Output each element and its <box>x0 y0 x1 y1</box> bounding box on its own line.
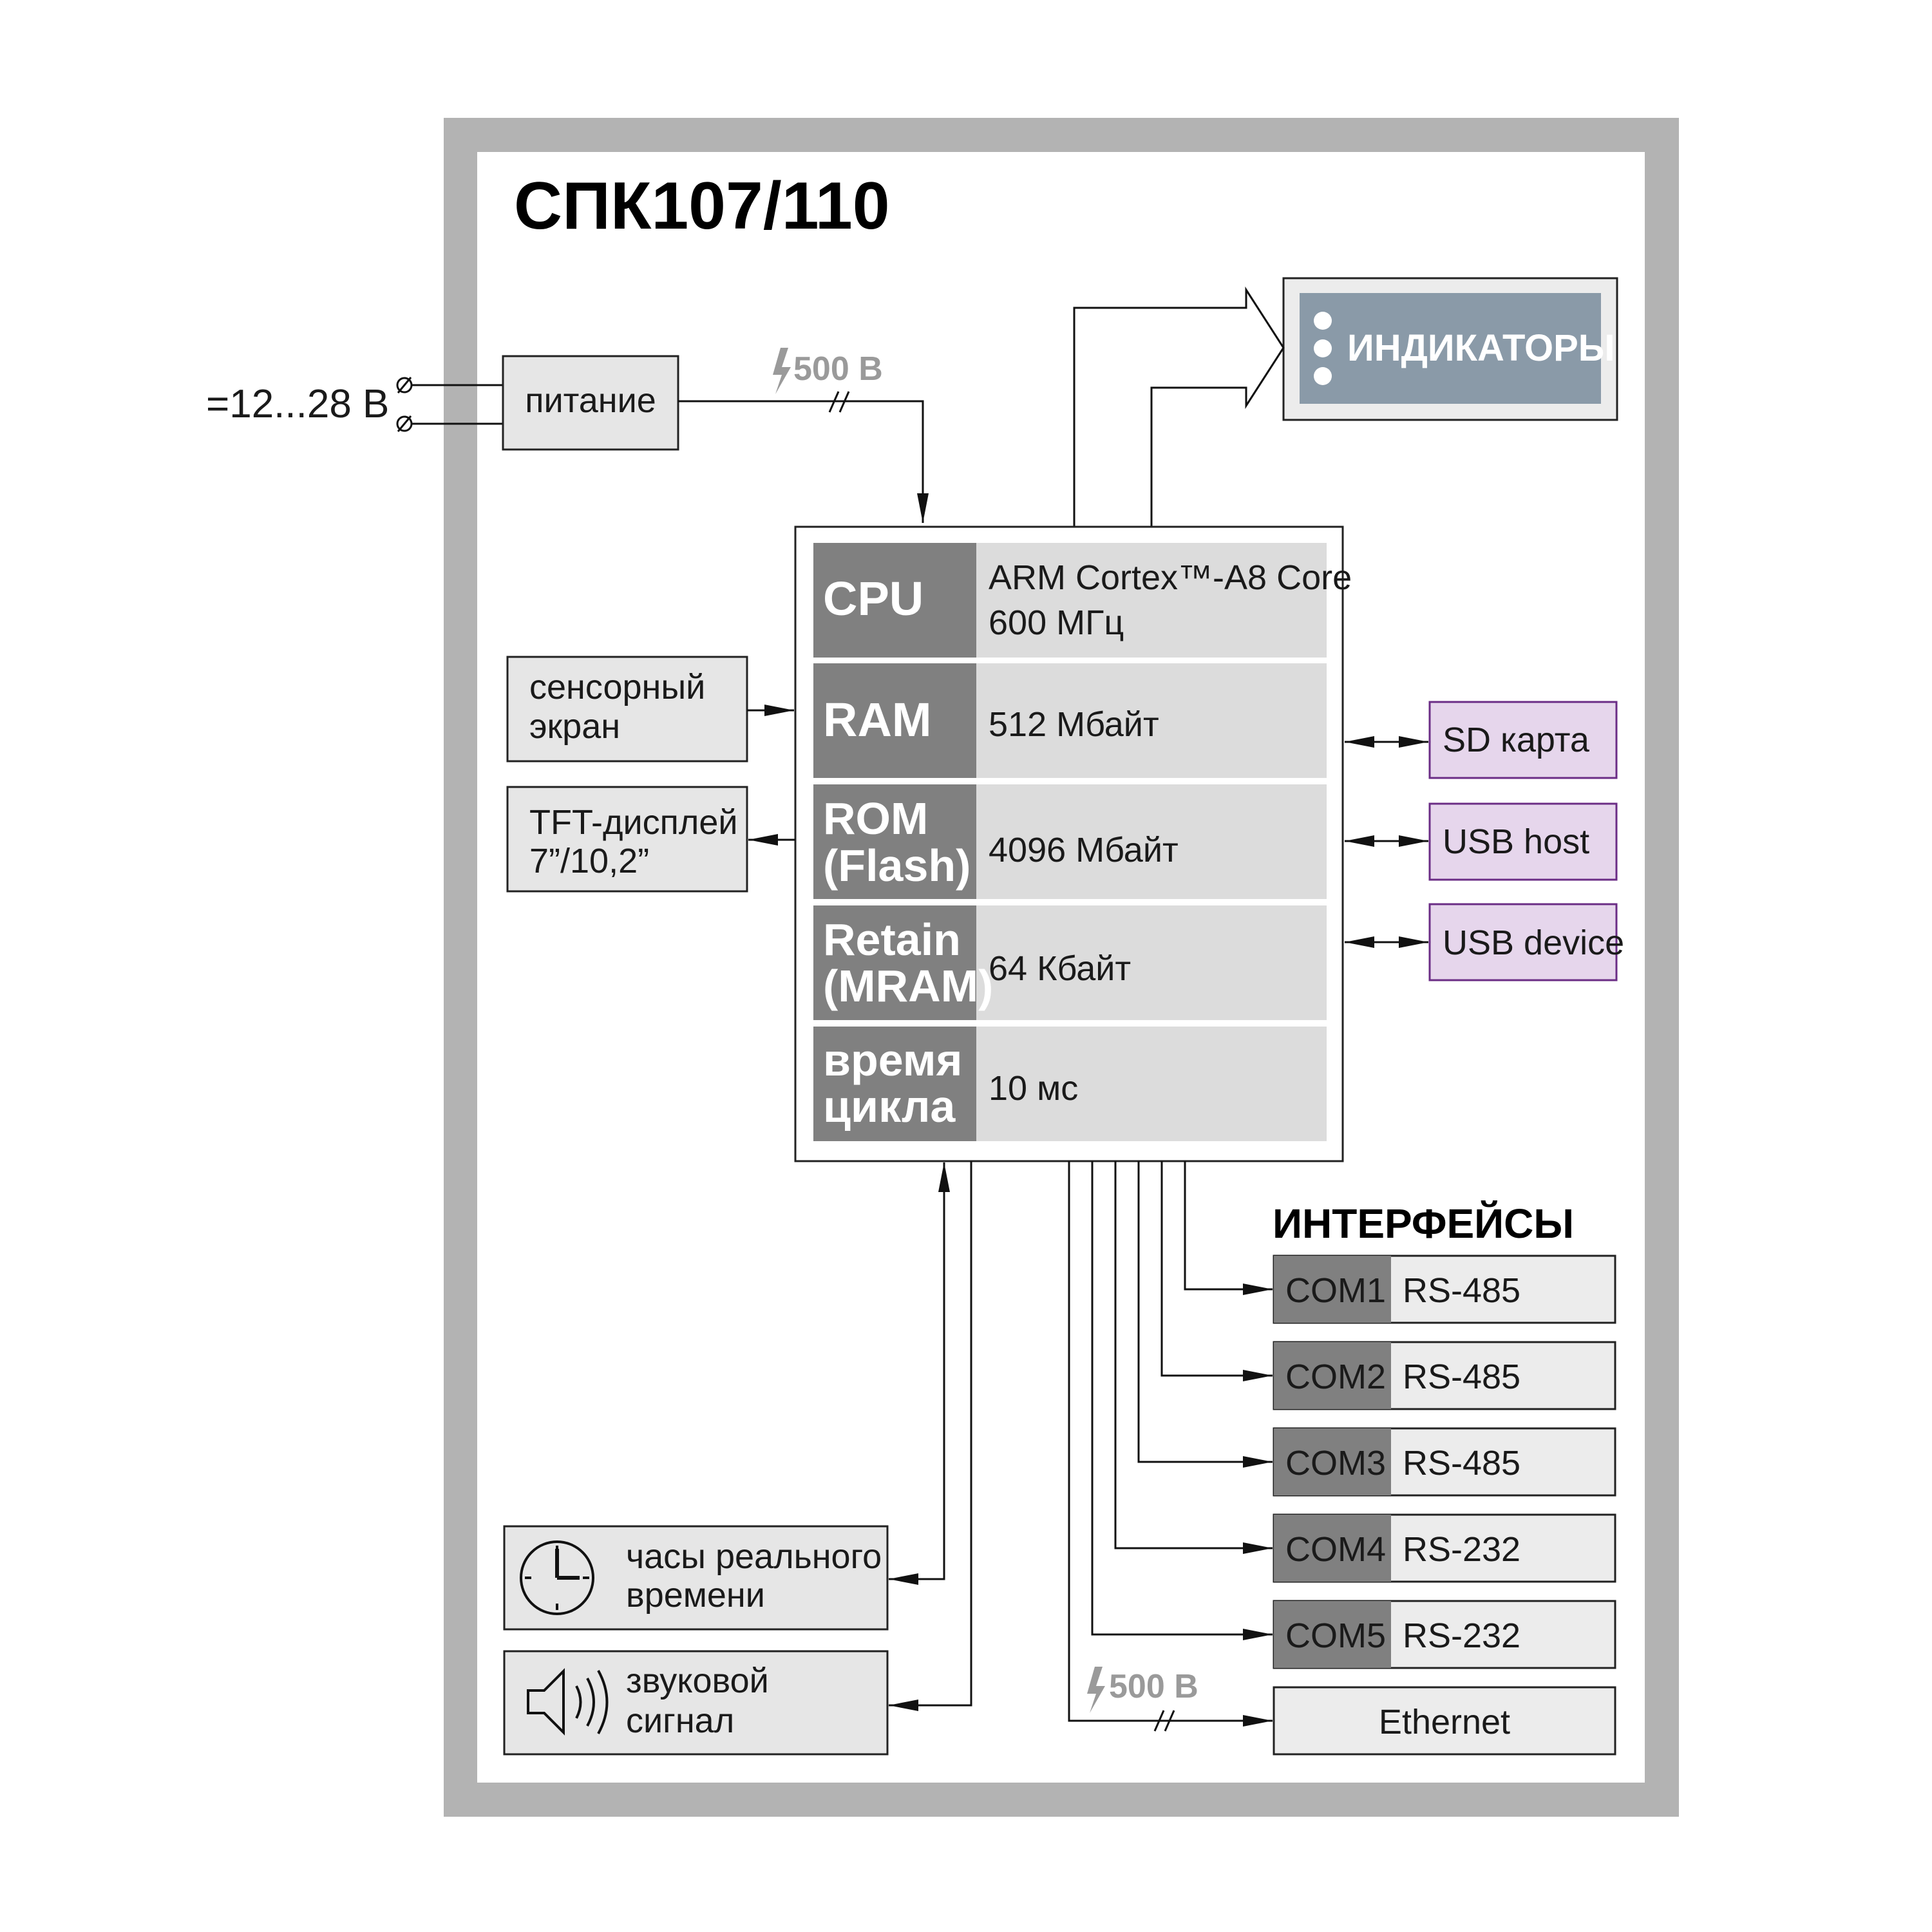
core-value-ram: 512 Мбайт <box>989 705 1159 744</box>
led-dot-icon <box>1314 312 1332 385</box>
lightning-icon <box>1087 1667 1105 1713</box>
speaker-icon <box>527 1668 609 1736</box>
com1-port: COM1 <box>1285 1271 1386 1310</box>
com2-standard: RS-485 <box>1403 1358 1520 1396</box>
tft-display-label-2: 7”/10,2” <box>529 842 649 880</box>
core-label-cycle-2: цикла <box>823 1081 956 1132</box>
core-value-cycle: 10 мс <box>989 1069 1078 1108</box>
core-value-cpu-1: ARM Cortex™-A8 Core <box>989 558 1352 597</box>
interface-com4: COM4 RS-232 <box>1273 1513 1616 1583</box>
sound-label-2: сигнал <box>626 1701 734 1740</box>
touch-screen-block <box>506 656 748 762</box>
core-value-cpu-2: 600 МГц <box>989 603 1124 642</box>
device-title: СПК107/110 <box>514 169 890 243</box>
touch-screen-label-1: сенсорный <box>529 668 705 706</box>
interface-com3: COM3 RS-485 <box>1273 1427 1616 1497</box>
power-line <box>678 400 929 523</box>
usb-host-label: USB host <box>1443 822 1589 861</box>
com1-standard: RS-485 <box>1403 1271 1520 1310</box>
usb-host-block <box>1428 802 1618 881</box>
sd-card-label: SD карта <box>1443 721 1590 759</box>
com5-port: COM5 <box>1285 1616 1386 1655</box>
com4-standard: RS-232 <box>1403 1530 1520 1569</box>
com3-standard: RS-485 <box>1403 1444 1520 1482</box>
core-row-rom: ROM (Flash) 4096 Мбайт <box>813 784 1327 899</box>
isolation-break-mark <box>828 391 850 413</box>
core-label-cpu: CPU <box>823 572 923 625</box>
com5-standard: RS-232 <box>1403 1616 1520 1655</box>
rtc-label-2: времени <box>626 1576 765 1615</box>
sound-line <box>889 1161 972 1711</box>
indicators-label: ИНДИКАТОРЫ <box>1347 327 1615 369</box>
rtc-label-1: часы реального <box>626 1537 882 1576</box>
core-row-cpu: CPU ARM Cortex™-A8 Core 600 МГц <box>813 543 1352 658</box>
interface-com5: COM5 RS-232 <box>1273 1600 1616 1669</box>
interface-bus <box>1068 1161 1273 1727</box>
interface-ethernet: Ethernet <box>1273 1686 1616 1756</box>
power-supply-block <box>502 355 679 451</box>
sound-block <box>503 1650 889 1756</box>
interface-com2: COM2 RS-485 <box>1273 1341 1616 1410</box>
indicators-panel <box>1300 293 1601 404</box>
core-row-cycle: время цикла 10 мс <box>813 1027 1327 1141</box>
power-terminal-icon <box>396 377 413 432</box>
core-label-retain-1: Retain <box>823 914 961 965</box>
sound-label-1: звуковой <box>626 1662 769 1700</box>
core-label-ram: RAM <box>823 693 932 746</box>
core-label-rom-1: ROM <box>823 793 928 844</box>
ethernet-isolation-label: 500 В <box>1109 1668 1198 1705</box>
core-value-rom: 4096 Мбайт <box>989 831 1179 869</box>
usb-device-block <box>1428 903 1618 981</box>
com3-port: COM3 <box>1285 1444 1386 1482</box>
core-value-retain: 64 Кбайт <box>989 949 1131 988</box>
clock-icon <box>520 1540 594 1615</box>
com2-port: COM2 <box>1285 1358 1386 1396</box>
interfaces-heading: ИНТЕРФЕЙСЫ <box>1273 1200 1574 1247</box>
usb-device-label: USB device <box>1443 923 1624 962</box>
touch-screen-label-2: экран <box>529 707 620 746</box>
rtc-line <box>889 1162 950 1585</box>
com4-port: COM4 <box>1285 1530 1386 1569</box>
tft-display-block <box>506 786 748 893</box>
core-label-rom-2: (Flash) <box>823 840 971 891</box>
tft-display-label-1: TFT-дисплей <box>529 803 738 842</box>
core-label-retain-2: (MRAM) <box>823 961 993 1011</box>
ethernet-isolation-mark <box>1153 1710 1175 1732</box>
sd-card-block <box>1428 701 1618 779</box>
input-voltage: =12...28 В <box>206 382 389 426</box>
power-isolation-label: 500 В <box>793 350 883 388</box>
lightning-icon <box>773 348 791 394</box>
ethernet-label: Ethernet <box>1379 1703 1510 1741</box>
power-supply-label: питание <box>525 381 656 420</box>
core-row-retain: Retain (MRAM) 64 Кбайт <box>813 905 1327 1020</box>
core-row-ram: RAM 512 Мбайт <box>813 663 1327 778</box>
interface-com1: COM1 RS-485 <box>1273 1255 1616 1324</box>
core-label-cycle-1: время <box>823 1035 962 1085</box>
